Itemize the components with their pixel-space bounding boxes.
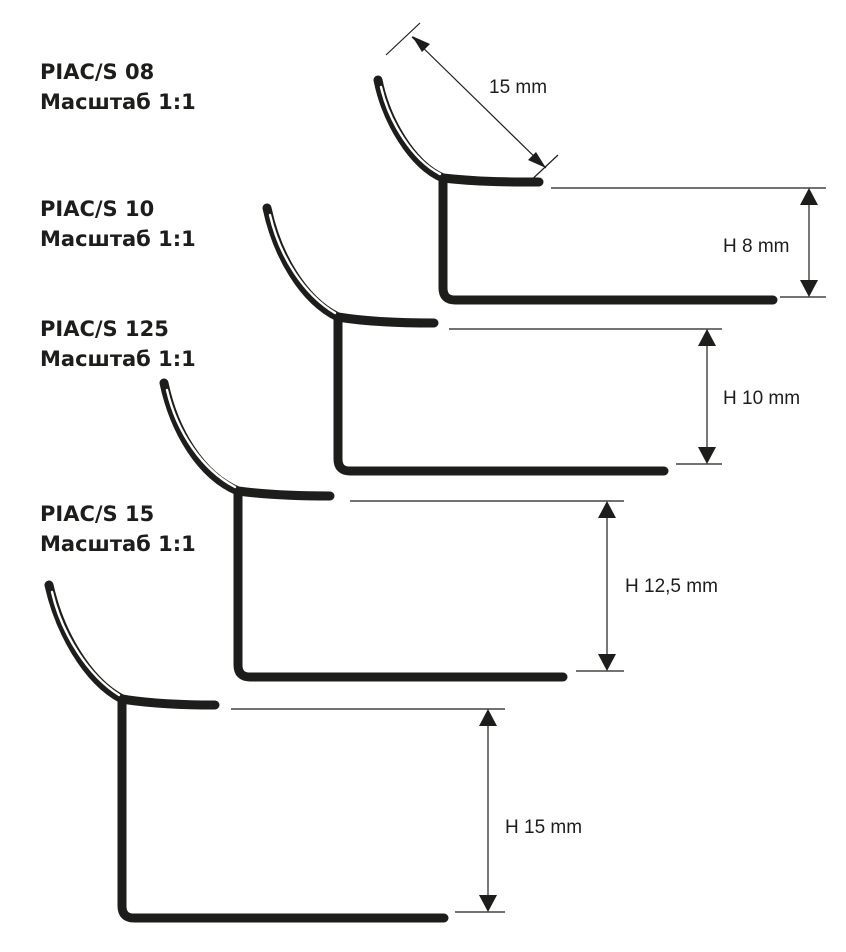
profile-scale: Масштаб 1:1 — [40, 90, 196, 114]
arrow-head — [479, 895, 497, 912]
profile-scale: Масштаб 1:1 — [40, 532, 196, 556]
height-dimension-15: H 15 mm — [231, 708, 582, 913]
profile-label-08: PIAC/S 08 Масштаб 1:1 — [40, 60, 196, 114]
height-dimension-10: H 10 mm — [449, 328, 800, 465]
arrow-head — [800, 188, 818, 205]
profile-shape-08 — [373, 75, 778, 305]
arrow-head — [698, 329, 716, 346]
arrow-head — [598, 501, 616, 518]
height-label: H 10 mm — [723, 388, 800, 409]
height-label: H 8 mm — [723, 236, 790, 257]
profile-shape-15 — [44, 580, 449, 923]
height-dimension-125: H 12,5 mm — [350, 500, 718, 672]
profile-shape-125 — [159, 378, 568, 682]
profile-name: PIAC/S 15 — [40, 502, 154, 526]
arrow-head — [412, 36, 430, 52]
height-label: H 15 mm — [505, 817, 582, 838]
profile-scale: Масштаб 1:1 — [40, 347, 196, 371]
profile-label-15: PIAC/S 15 Масштаб 1:1 — [40, 502, 196, 556]
height-label: H 12,5 mm — [625, 576, 718, 597]
profile-label-125: PIAC/S 125 Масштаб 1:1 — [40, 317, 196, 371]
height-dimension-08: H 8 mm — [551, 187, 826, 298]
profile-name: PIAC/S 08 — [40, 60, 154, 84]
arc-length-label: 15 mm — [489, 77, 547, 98]
arrow-head — [698, 447, 716, 464]
arrow-head — [528, 152, 546, 168]
arrow-head — [598, 654, 616, 671]
profile-scale: Масштаб 1:1 — [40, 227, 196, 251]
arrow-head — [479, 709, 497, 726]
arrow-head — [800, 280, 818, 297]
profile-shape-10 — [262, 203, 669, 476]
arc-length-dimension: 15 mm — [385, 22, 559, 186]
profile-name: PIAC/S 10 — [40, 197, 154, 221]
profile-name: PIAC/S 125 — [40, 317, 169, 341]
profile-label-10: PIAC/S 10 Масштаб 1:1 — [40, 197, 196, 251]
